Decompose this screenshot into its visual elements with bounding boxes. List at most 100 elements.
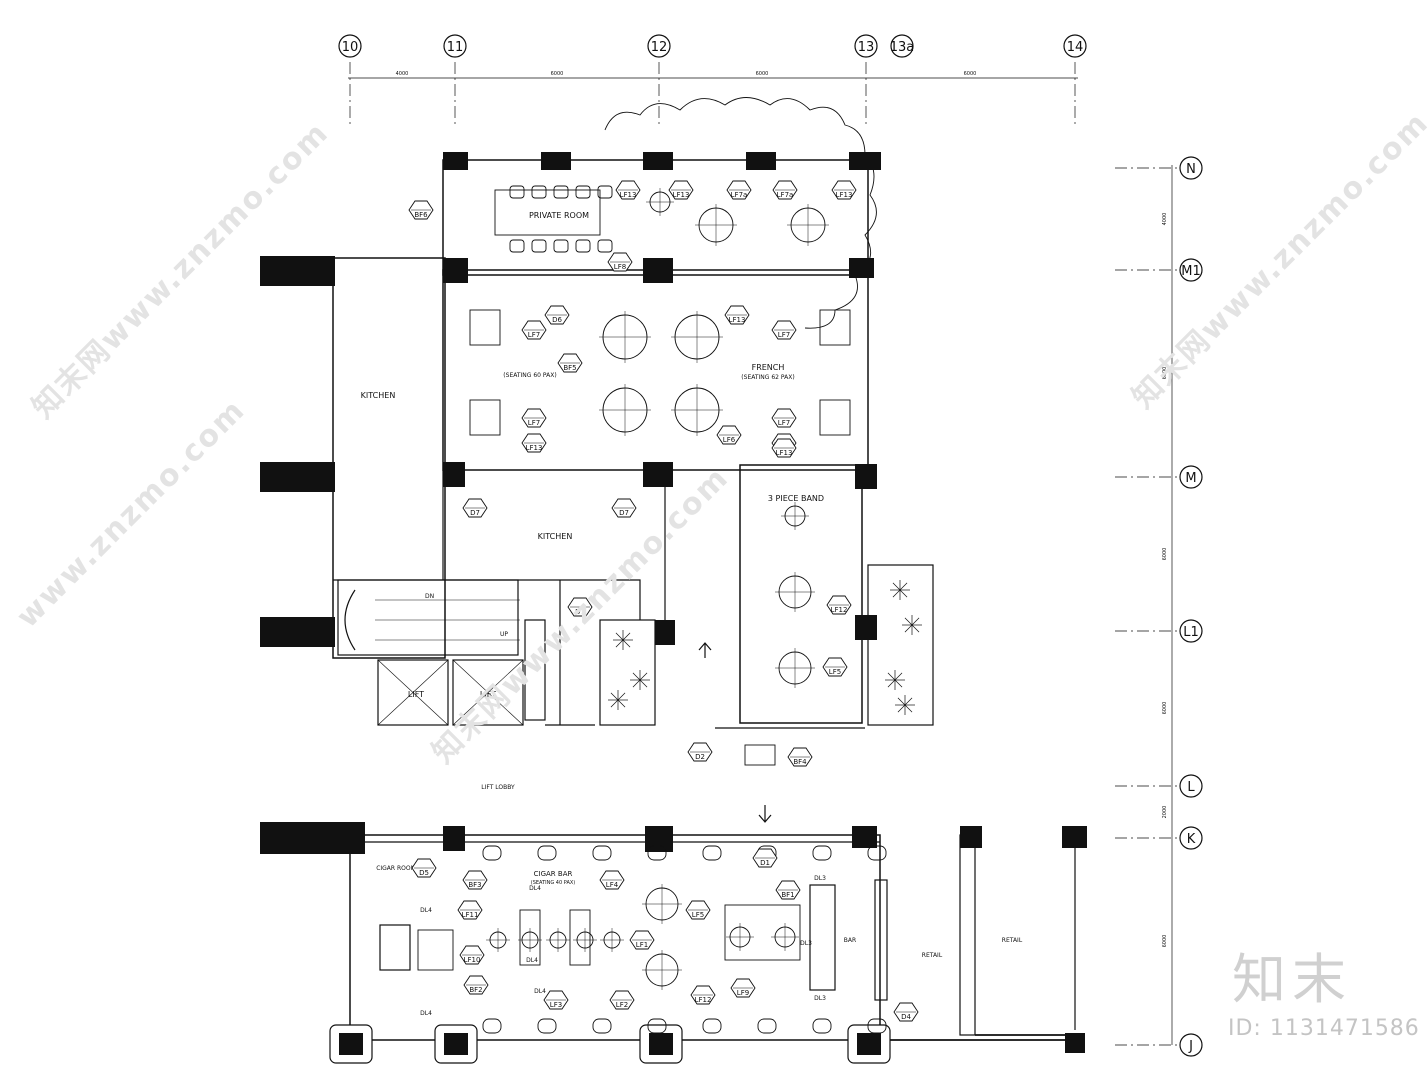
structural-column	[643, 152, 673, 170]
structural-column	[746, 152, 776, 170]
fixture-tag-label: LF7	[778, 331, 790, 339]
structural-column	[260, 462, 335, 492]
fixture-tag-label: LF3	[550, 1001, 562, 1009]
fixture-tag-label: D5	[419, 869, 429, 877]
chair	[575, 185, 591, 199]
plant-leaf	[887, 672, 896, 681]
downlight-label: DL3	[800, 940, 812, 947]
plant-leaf	[899, 589, 908, 598]
grid-bubble-row	[1179, 465, 1203, 489]
room-labels: PRIVATE ROOM KITCHEN KITCHEN FRENCH (SEA…	[361, 211, 1023, 959]
dim-label-row: 6000	[1162, 702, 1168, 715]
room-label-private: PRIVATE ROOM	[529, 211, 589, 220]
chair	[702, 845, 722, 861]
plant-leaf	[897, 697, 906, 706]
plant-leaf	[887, 679, 896, 688]
fixture-tag-label: LF8	[614, 263, 626, 271]
grid-bubble-row	[1179, 774, 1203, 798]
plant-leaf	[899, 582, 908, 591]
structural-columns	[260, 152, 1087, 1064]
chair	[553, 185, 569, 199]
grid-bubble-col	[1063, 34, 1087, 58]
structural-column	[444, 1033, 468, 1055]
table	[819, 399, 851, 436]
room-label-kitchen-mid: KITCHEN	[538, 532, 573, 541]
chair	[647, 845, 667, 861]
downlight-label: DL4	[529, 885, 541, 892]
plant-leaf	[610, 692, 619, 701]
plant-leaf	[904, 624, 913, 633]
grid-bubble-row	[1179, 258, 1203, 282]
stair-label-dn: DN	[425, 593, 434, 600]
fixture-tag-label: LF5	[829, 668, 841, 676]
grid-label-row: K	[1187, 832, 1196, 847]
grid-bubble-row	[1179, 619, 1203, 643]
dim-label-col: 4000	[396, 71, 409, 77]
structural-column	[960, 826, 982, 848]
plant-leaf	[615, 639, 624, 648]
grid-bubble-row	[1179, 156, 1203, 180]
fixture-tag-label: BF5	[563, 364, 576, 372]
chair	[702, 1018, 722, 1034]
fixture-tag-label: D2	[695, 753, 705, 761]
fixture-tag-label: LF13	[620, 191, 637, 199]
downlight-label: DL4	[420, 907, 432, 914]
plant-leaf	[610, 699, 619, 708]
structural-column	[855, 464, 877, 489]
grid-bubble-col	[647, 34, 671, 58]
fixture-tag-label: LF10	[464, 956, 481, 964]
grid-label-row: N	[1186, 162, 1196, 177]
downlight-label: DL4	[534, 988, 546, 995]
fixture-tag-label: BF3	[468, 881, 481, 889]
plant-leaf	[904, 697, 913, 706]
grid-label-col: 11	[447, 40, 464, 55]
room-label-bar: BAR	[844, 937, 856, 944]
plant-leaf	[622, 639, 631, 648]
fixture-tag-label: LF12	[695, 996, 712, 1004]
chair	[812, 1018, 832, 1034]
grid-bubble-col	[338, 34, 362, 58]
fixture-tag-label: LF4	[606, 881, 619, 889]
table	[417, 929, 454, 971]
chair	[867, 845, 887, 861]
grid-bubble-row	[1179, 1033, 1203, 1057]
chair	[592, 845, 612, 861]
chair	[575, 239, 591, 253]
structural-column	[643, 462, 673, 487]
brand-logo: 知末	[1232, 948, 1352, 1011]
structural-column	[260, 256, 335, 286]
grid-label-row: L1	[1183, 625, 1199, 640]
fixture-tag-label: LF1	[636, 941, 648, 949]
dim-label-row: 6000	[1162, 367, 1168, 380]
plant-leaf	[897, 704, 906, 713]
structural-column	[443, 462, 465, 487]
structural-column	[443, 258, 468, 283]
room-label-cigar-bar: CIGAR BAR	[534, 870, 573, 878]
room-label-french: FRENCH	[752, 363, 785, 372]
chair	[509, 239, 525, 253]
grid-label-col: 13	[858, 40, 875, 55]
dim-label-row: 6000	[1162, 935, 1168, 948]
plant-leaf	[615, 632, 624, 641]
dim-label-row: 2000	[1162, 806, 1168, 819]
chair	[597, 185, 613, 199]
structural-column	[1062, 826, 1087, 848]
chair	[553, 239, 569, 253]
dim-label-row: 4000	[1162, 213, 1168, 226]
structural-column	[849, 258, 874, 278]
fixture-tag-label: BF1	[781, 891, 794, 899]
plant-leaf	[639, 679, 648, 688]
plant-leaf	[904, 704, 913, 713]
structural-column	[260, 617, 335, 647]
structural-column	[855, 615, 877, 640]
structural-column	[852, 826, 877, 848]
fixture-tag-label: BF4	[793, 758, 807, 766]
chair	[647, 1018, 667, 1034]
fixture-tag-label: LF13	[776, 449, 793, 457]
fixture-tag-label: LF13	[673, 191, 690, 199]
chair	[482, 845, 502, 861]
fixture-tag-label: LF9	[737, 989, 749, 997]
fixture-tag-label: D4	[901, 1013, 911, 1021]
